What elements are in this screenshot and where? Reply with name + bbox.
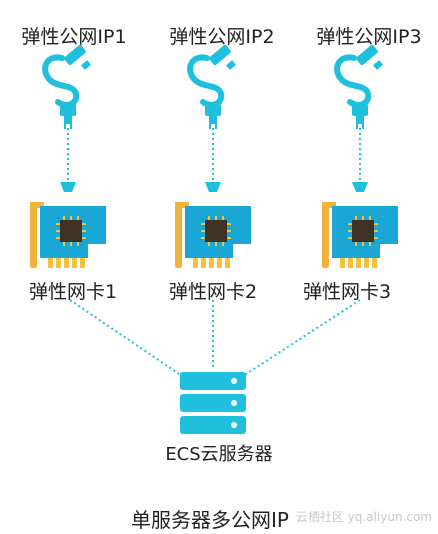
eip-label-3: 弹性公网IP3 xyxy=(316,26,422,48)
nic-label-3: 弹性网卡3 xyxy=(302,281,392,303)
diagram-caption: 单服务器多公网IP xyxy=(131,508,289,532)
eip-nic-connectors xyxy=(67,128,361,182)
network-cable-icon xyxy=(190,44,236,129)
network-card-icon xyxy=(174,181,252,269)
nic-label-1: 弹性网卡1 xyxy=(28,281,118,303)
network-cable-icon xyxy=(337,44,383,129)
nic-server-connectors xyxy=(69,299,361,379)
server-label: ECS云服务器 xyxy=(165,444,273,465)
network-card-icon xyxy=(30,182,106,268)
eip-label-2: 弹性公网IP2 xyxy=(169,26,275,48)
network-card-icon xyxy=(321,181,399,269)
eip-label-1: 弹性公网IP1 xyxy=(21,26,127,48)
watermark: 云栖社区 yq.aliyun.com xyxy=(295,510,432,524)
network-cable-icon xyxy=(42,44,91,129)
connector-nic1-server xyxy=(69,299,186,379)
server-icon xyxy=(180,372,246,434)
connector-nic3-server xyxy=(239,299,361,379)
nic-label-2: 弹性网卡2 xyxy=(168,281,258,303)
